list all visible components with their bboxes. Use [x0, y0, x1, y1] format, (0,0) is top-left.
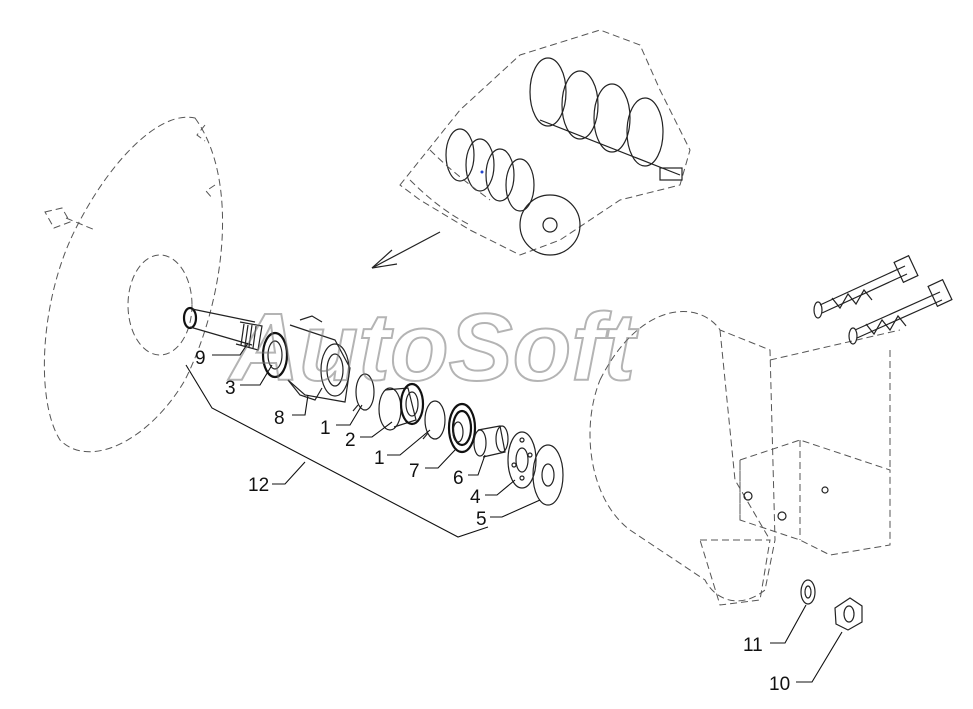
leader-lines — [185, 342, 843, 683]
harrow-overview-illustration — [399, 29, 691, 256]
callout-5: 5 — [476, 509, 487, 530]
callout-12: 12 — [248, 475, 269, 496]
hex-nut — [834, 597, 863, 631]
callout-10: 10 — [769, 674, 790, 695]
group-bracket-12 — [185, 364, 489, 538]
mounting-bolt-left — [44, 207, 96, 231]
axle-shaft — [182, 306, 263, 351]
spring-bolt-upper — [813, 254, 919, 319]
hub-housing — [261, 315, 351, 403]
watermark-text: AutoSoft — [228, 294, 639, 401]
lock-washer — [800, 579, 816, 605]
bearing-cup — [378, 382, 425, 431]
spacer-sleeve — [473, 425, 509, 458]
washer-large — [532, 444, 564, 506]
callout-7: 7 — [409, 461, 420, 482]
disc-blade — [43, 116, 224, 453]
callout-labels: 9 3 8 1 2 1 7 6 4 5 12 11 10 — [195, 348, 790, 695]
snap-ring-1b — [422, 400, 446, 440]
bearing — [447, 402, 477, 454]
callout-1a: 1 — [320, 418, 331, 439]
callout-6: 6 — [453, 468, 464, 489]
snap-ring-1a — [352, 373, 375, 412]
callout-1b: 1 — [374, 448, 385, 469]
flange-plate — [507, 431, 537, 489]
callout-9: 9 — [195, 348, 206, 369]
callout-8: 8 — [274, 408, 285, 429]
callout-3: 3 — [225, 378, 236, 399]
frame-bracket — [589, 311, 901, 606]
spring-bolt-lower — [848, 278, 953, 345]
callout-2: 2 — [345, 430, 356, 451]
callout-11: 11 — [743, 635, 763, 656]
direction-arrow — [371, 231, 441, 269]
callout-4: 4 — [470, 487, 481, 508]
